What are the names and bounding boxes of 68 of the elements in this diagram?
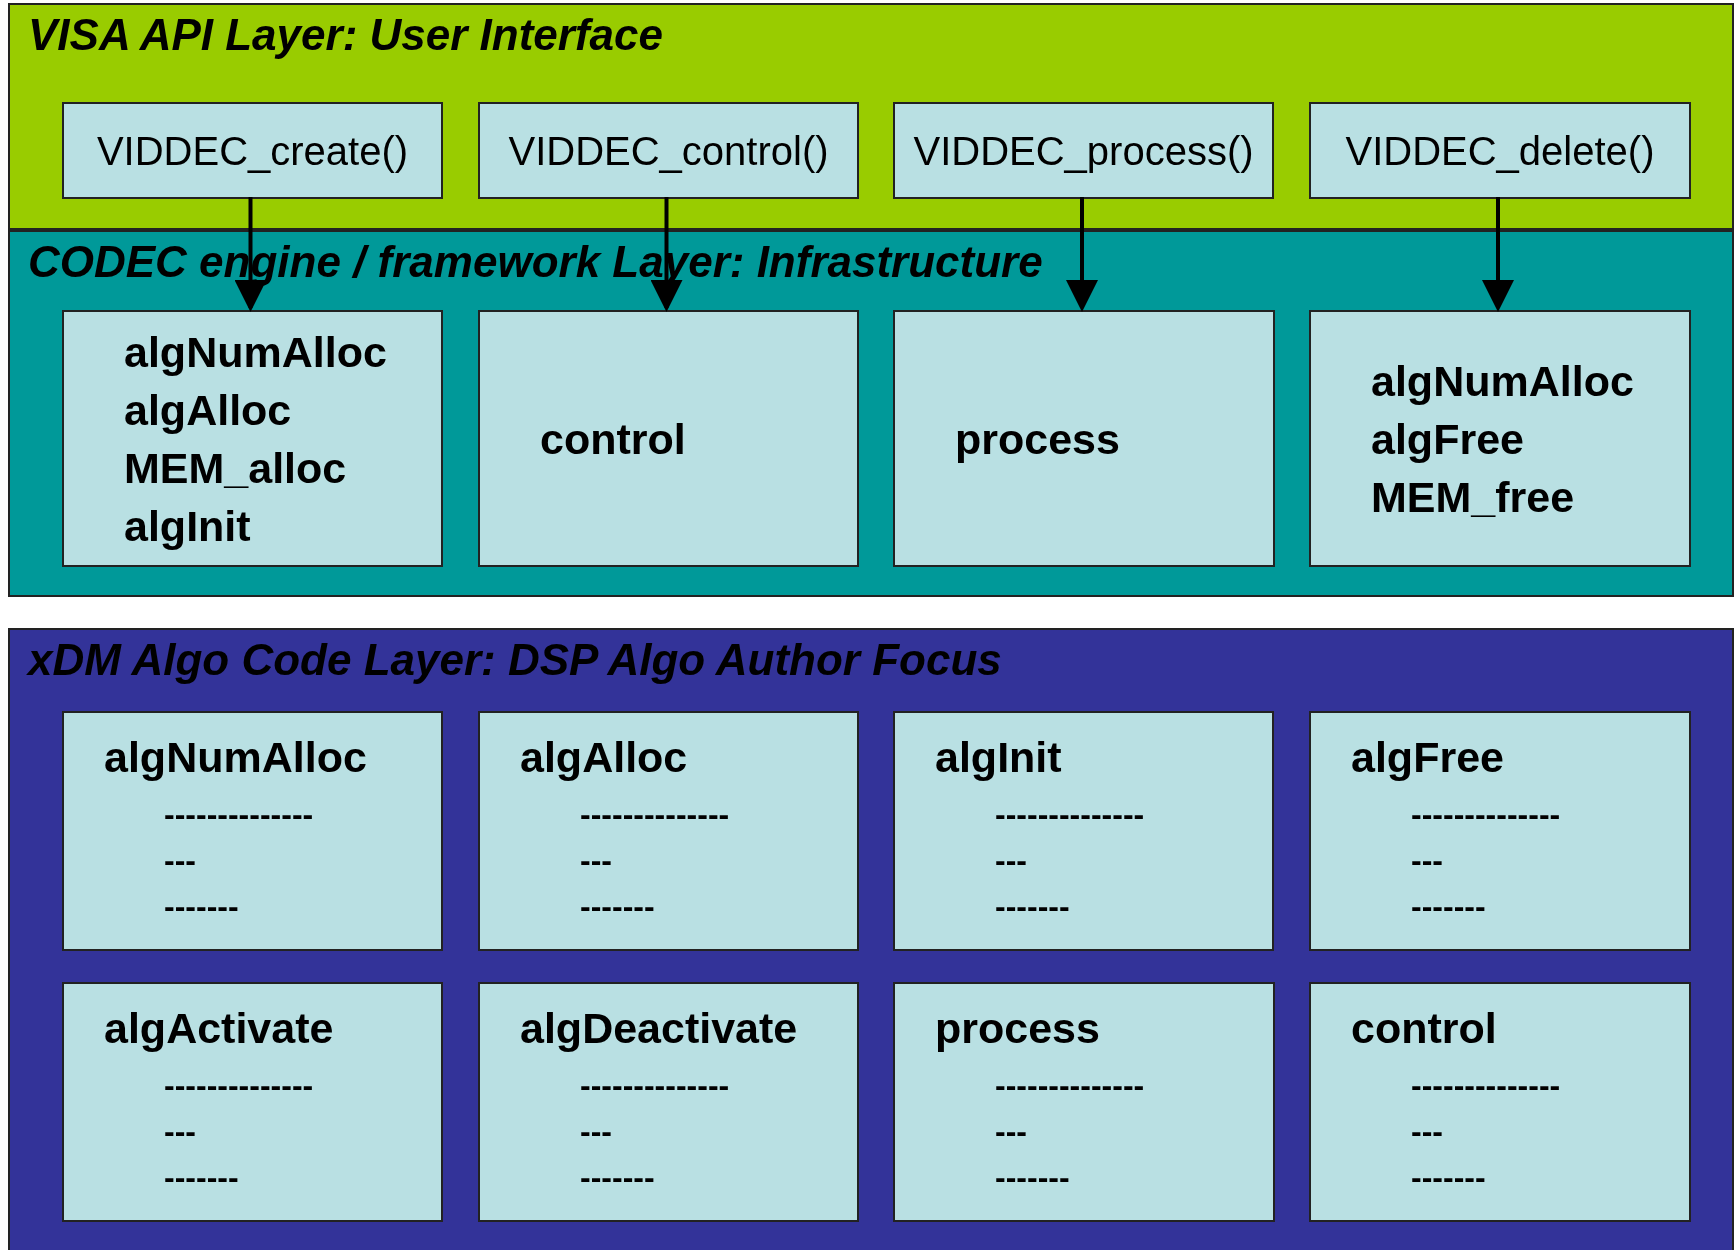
function-box xyxy=(893,982,1275,1222)
placeholder-code: ------- xyxy=(1411,887,1487,926)
function-name: VIDDEC_delete() xyxy=(1345,127,1655,175)
placeholder-code: --- xyxy=(995,841,1028,880)
placeholder-code: -------------- xyxy=(1411,795,1562,834)
layer-band xyxy=(8,3,1734,230)
function-box xyxy=(478,102,859,199)
placeholder-code: ------- xyxy=(164,1158,240,1197)
placeholder-code: ------- xyxy=(995,887,1071,926)
function-name: algAlloc xyxy=(124,384,293,436)
function-box xyxy=(478,711,859,951)
function-name: process xyxy=(935,1003,1101,1054)
placeholder-code: ------- xyxy=(995,1158,1071,1197)
placeholder-code: ------- xyxy=(1411,1158,1487,1197)
function-name: VIDDEC_create() xyxy=(96,127,409,175)
function-name: VIDDEC_process() xyxy=(913,127,1254,175)
function-box xyxy=(893,102,1274,199)
placeholder-code: --- xyxy=(995,1112,1028,1151)
placeholder-code: -------------- xyxy=(995,795,1146,834)
arrow xyxy=(1482,197,1514,312)
function-box xyxy=(893,711,1274,951)
layer-title: xDM Algo Code Layer: DSP Algo Author Focus xyxy=(28,635,1002,684)
placeholder-code: --- xyxy=(1411,1112,1444,1151)
function-name: algDeactivate xyxy=(520,1003,799,1054)
function-box xyxy=(1309,102,1691,199)
function-name: algAlloc xyxy=(520,732,689,783)
function-box xyxy=(478,310,859,567)
placeholder-code: ------- xyxy=(580,1158,656,1197)
function-name: control xyxy=(540,413,687,465)
function-box xyxy=(62,310,443,567)
function-box xyxy=(1309,711,1691,951)
function-box xyxy=(1309,310,1691,567)
layer-band xyxy=(8,628,1734,1250)
function-box xyxy=(62,102,443,199)
function-name: algActivate xyxy=(104,1003,335,1054)
placeholder-code: --- xyxy=(580,1112,613,1151)
function-box xyxy=(478,982,859,1222)
placeholder-code: -------------- xyxy=(995,1066,1146,1105)
placeholder-code: ------- xyxy=(580,887,656,926)
placeholder-code: --- xyxy=(1411,841,1444,880)
function-name: algFree xyxy=(1371,413,1525,465)
placeholder-code: ------- xyxy=(164,887,240,926)
function-name: algNumAlloc xyxy=(1371,355,1635,407)
function-name: VIDDEC_control() xyxy=(508,127,829,175)
placeholder-code: --- xyxy=(580,841,613,880)
placeholder-code: -------------- xyxy=(164,1066,315,1105)
function-name: algNumAlloc xyxy=(124,326,388,378)
function-name: algNumAlloc xyxy=(104,732,368,783)
function-name: algFree xyxy=(1351,732,1505,783)
function-name: algInit xyxy=(935,732,1063,783)
placeholder-code: --- xyxy=(164,1112,197,1151)
placeholder-code: -------------- xyxy=(1411,1066,1562,1105)
function-box xyxy=(893,310,1275,567)
function-name: control xyxy=(1351,1003,1498,1054)
function-name: process xyxy=(955,413,1121,465)
function-name: MEM_alloc xyxy=(124,442,348,494)
function-name: MEM_free xyxy=(1371,471,1576,523)
layer-title: VISA API Layer: User Interface xyxy=(28,10,663,59)
placeholder-code: -------------- xyxy=(580,1066,731,1105)
layer-band xyxy=(8,230,1734,597)
placeholder-code: -------------- xyxy=(164,795,315,834)
function-box xyxy=(1309,982,1691,1222)
function-box xyxy=(62,711,443,951)
function-name: algInit xyxy=(124,500,252,552)
function-box xyxy=(62,982,443,1222)
arrow xyxy=(1066,197,1098,312)
placeholder-code: -------------- xyxy=(580,795,731,834)
placeholder-code: --- xyxy=(164,841,197,880)
